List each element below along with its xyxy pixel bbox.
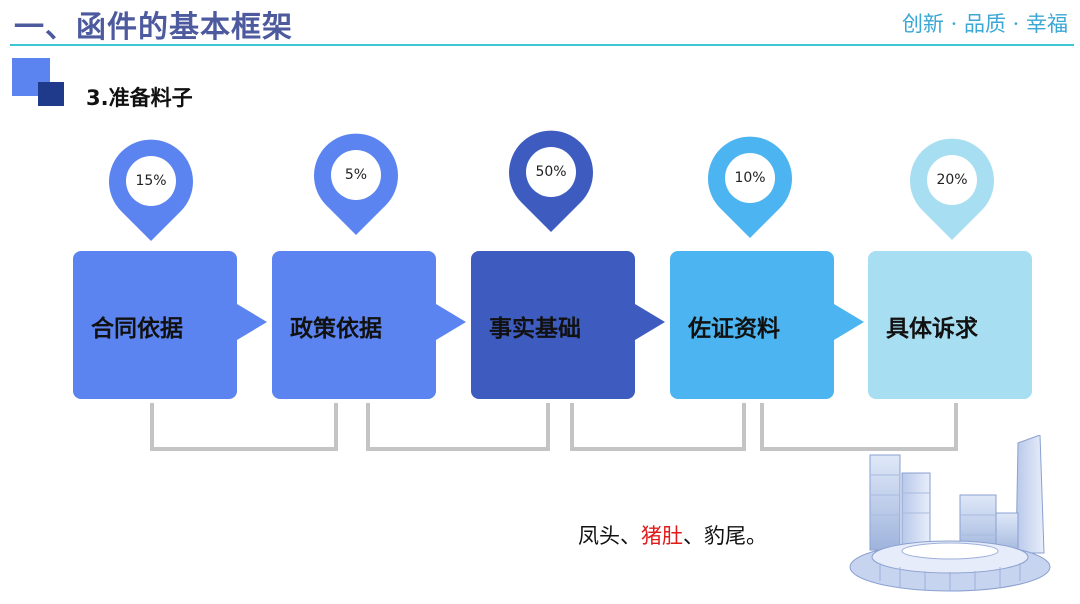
pin-marker-5 (906, 136, 998, 244)
connector-bracket (150, 403, 338, 451)
pin-marker-2 (310, 131, 402, 239)
slogan: 创新 · 品质 · 幸福 (902, 8, 1068, 38)
pin-marker-1 (105, 137, 197, 245)
section-subtitle: 3.准备料子 (86, 82, 193, 112)
connector-bracket (570, 403, 746, 451)
caption-highlight: 猪肚 (641, 524, 683, 548)
arrow-right-icon (436, 304, 466, 340)
pin-percent-3: 50% (521, 164, 581, 180)
page-title: 一、函件的基本框架 (14, 2, 293, 46)
step-box-4: 佐证资料 (670, 251, 834, 399)
connector-bracket (366, 403, 550, 451)
pin-percent-5: 20% (922, 172, 982, 188)
arrow-right-icon (834, 304, 864, 340)
caption: 凤头、猪肚、豹尾。 (578, 520, 767, 550)
pin-percent-2: 5% (326, 167, 386, 183)
step-label-4: 佐证资料 (688, 309, 780, 343)
pin-percent-1: 15% (121, 173, 181, 189)
pin-percent-4: 10% (720, 170, 780, 186)
caption-part2: 、豹尾。 (683, 524, 767, 548)
step-box-5: 具体诉求 (868, 251, 1032, 399)
step-label-3: 事实基础 (489, 309, 581, 343)
step-label-5: 具体诉求 (886, 309, 978, 343)
pin-marker-4 (704, 134, 796, 242)
step-box-3: 事实基础 (471, 251, 635, 399)
header-divider (10, 44, 1074, 46)
caption-part1: 凤头、 (578, 524, 641, 548)
arrow-right-icon (237, 304, 267, 340)
step-label-2: 政策依据 (290, 309, 382, 343)
city-skyline-illustration (840, 435, 1072, 600)
step-label-1: 合同依据 (91, 309, 183, 343)
arrow-right-icon (635, 304, 665, 340)
pin-marker-3 (505, 128, 597, 236)
step-box-1: 合同依据 (73, 251, 237, 399)
step-box-2: 政策依据 (272, 251, 436, 399)
section-marker-square-dark (38, 82, 64, 106)
